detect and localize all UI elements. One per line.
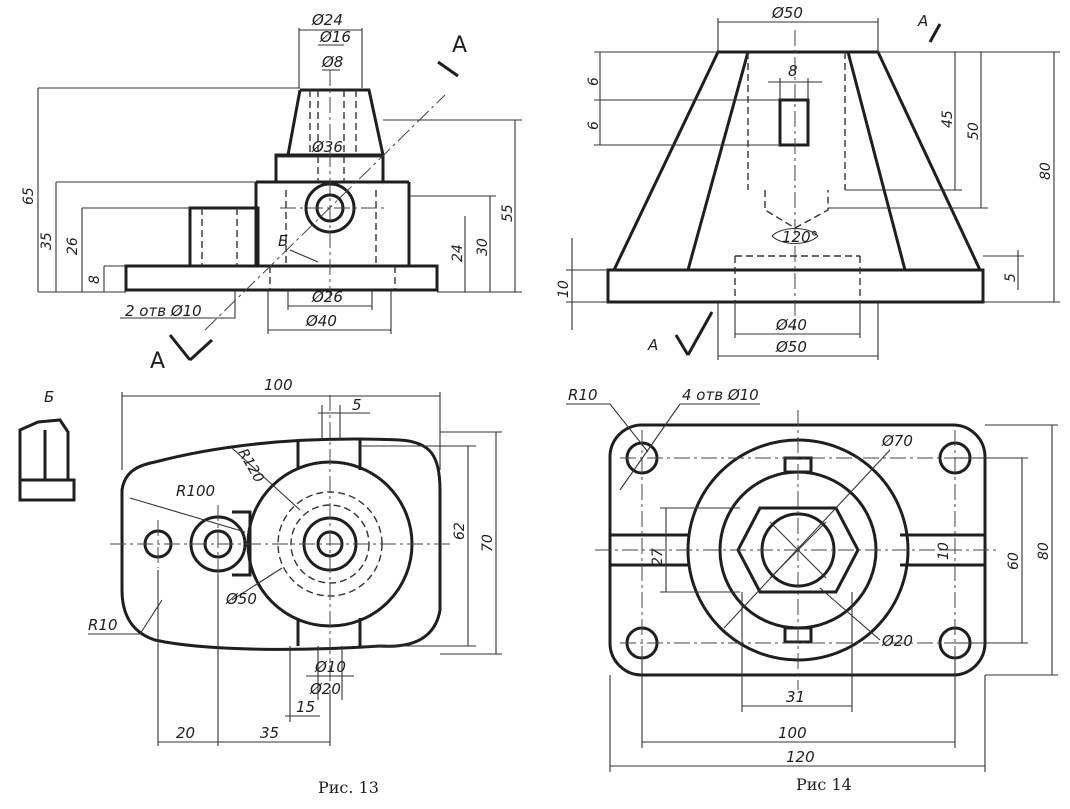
dim-w31: 31 [786, 688, 805, 706]
dim-r10: R10 [88, 616, 118, 634]
dim-holes: 2 отв Ø10 [125, 302, 202, 320]
dim-w35: 35 [260, 724, 279, 742]
fig14-top-dimensions: R10 4 отв Ø10 Ø70 Ø20 27 10 60 80 31 100… [566, 386, 1058, 772]
dim-h65: 65 [21, 187, 37, 205]
dim-h5: 5 [1003, 273, 1019, 282]
dim-h10: 10 [556, 280, 572, 298]
dim-d8: Ø8 [321, 53, 343, 71]
dim-w20: 20 [176, 724, 195, 742]
fig13-front-view [124, 70, 439, 300]
fig13-top-dimensions: 100 5 R120 R100 R10 Ø50 62 70 Ø10 Ø20 15… [88, 376, 502, 746]
dim-h80: 80 [1038, 162, 1054, 180]
section-arrow-top [437, 60, 459, 78]
fig13-front-dimensions: Ø24 Ø16 Ø8 Ø36 65 35 26 8 2 отв Ø10 Ø26 … [21, 11, 522, 374]
f14-section-mark-top: A [917, 12, 928, 30]
f14-section-arrow-top [928, 23, 942, 43]
dim-h10-f14: 10 [936, 542, 952, 560]
section-arrow-bottom [188, 338, 214, 362]
dim-d20-f14: Ø20 [881, 632, 913, 650]
dim-h6b: 6 [586, 121, 602, 130]
dim-h8: 8 [87, 275, 103, 284]
dim-d50-top: Ø50 [771, 4, 803, 22]
dim-w8: 8 [788, 62, 798, 80]
dim-d70: Ø70 [881, 432, 913, 450]
dim-h55: 55 [500, 204, 516, 222]
dim-d10: Ø10 [314, 658, 346, 676]
dim-h35: 35 [39, 232, 55, 250]
dim-d40: Ø40 [305, 312, 337, 330]
dim-d50-f14: Ø50 [775, 338, 807, 356]
dim-d36: Ø36 [311, 138, 343, 156]
dim-d40-f14: Ø40 [775, 316, 807, 334]
dim-w120: 120 [786, 748, 815, 766]
f14-section-mark-bottom: A [647, 336, 658, 354]
section-mark-a-bottom: A [150, 349, 165, 374]
detail-view-mark: Б [44, 388, 54, 406]
dim-h80-f14: 80 [1036, 542, 1052, 560]
fig13-top-view [110, 395, 450, 700]
dim-r10-f14: R10 [568, 386, 598, 404]
fig13-caption: Рис. 13 [318, 778, 379, 797]
dim-h50: 50 [966, 122, 982, 140]
section-mark-a-top: A [452, 33, 467, 58]
dim-h26: 26 [65, 237, 81, 255]
dim-r120: R120 [235, 446, 267, 486]
dim-h24: 24 [450, 244, 466, 262]
fig14-front-dimensions: Ø50 8 6 6 45 50 80 120° 10 5 Ø40 Ø50 A A [556, 4, 1060, 360]
dim-d50: Ø50 [225, 590, 257, 608]
dim-w15: 15 [296, 698, 315, 716]
dim-r100: R100 [176, 482, 215, 500]
dim-h45: 45 [940, 110, 956, 128]
view-mark-b-front: Б [278, 232, 288, 250]
fig13-detail-view-b: Б [18, 388, 76, 502]
dim-h70: 70 [480, 534, 496, 552]
dim-a120: 120° [782, 228, 818, 246]
dim-h30: 30 [475, 238, 491, 256]
dim-holes-f14: 4 отв Ø10 [682, 386, 759, 404]
dim-h6a: 6 [586, 77, 602, 86]
dim-w100: 100 [264, 376, 293, 394]
dim-d24: Ø24 [311, 11, 343, 29]
fig14-caption: Рис 14 [796, 775, 852, 794]
dim-w100-f14: 100 [778, 724, 807, 742]
dim-d26: Ø26 [311, 288, 343, 306]
dim-h60: 60 [1006, 552, 1022, 570]
dim-h27: 27 [650, 548, 666, 566]
dim-w5: 5 [352, 396, 362, 414]
dim-h62: 62 [452, 522, 468, 540]
dim-d20: Ø20 [309, 680, 341, 698]
dim-d16: Ø16 [319, 28, 351, 46]
